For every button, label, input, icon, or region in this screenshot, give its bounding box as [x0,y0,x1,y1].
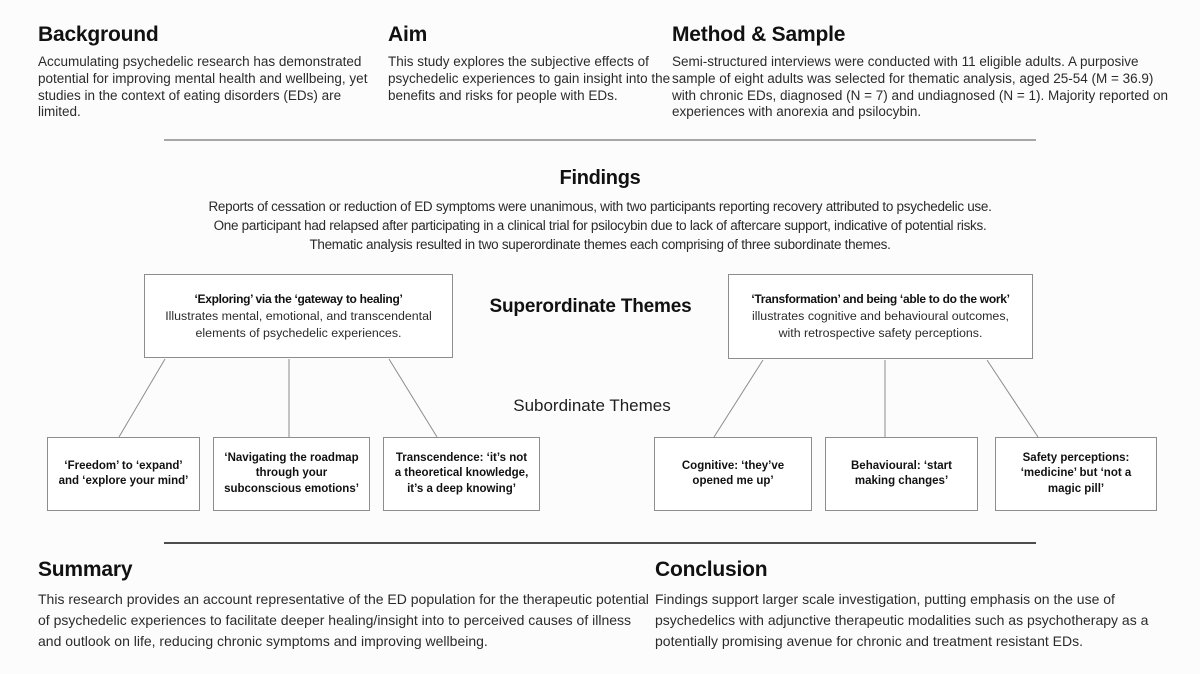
superordinate-themes-label: Superordinate Themes [489,296,692,317]
superordinate-theme-2-title: ‘Transformation’ and being ‘able to do t… [751,292,1010,306]
connector-line [388,358,438,438]
findings-line-1: Reports of cessation or reduction of ED … [208,199,992,214]
connector-line [118,358,166,438]
bottom-divider-line [164,542,1036,544]
findings-line-3: Thematic analysis resulted in two supero… [309,237,891,252]
subordinate-theme-box-navigating: ‘Navigating the roadmap through your sub… [213,437,370,511]
background-body: Accumulating psychedelic research has de… [38,54,368,120]
background-title: Background [38,23,159,46]
summary-body: This research provides an account repres… [38,591,649,649]
subordinate-theme-box-safety: Safety perceptions: ‘medicine’ but ‘not … [995,437,1157,511]
findings-line-2: One participant had relapsed after parti… [213,218,987,233]
section-conclusion: Conclusion Findings support larger scale… [655,558,1183,652]
top-divider-line [164,139,1036,141]
section-method-sample: Method & Sample Semi-structured intervie… [672,23,1177,121]
aim-title: Aim [388,23,428,46]
connector-line [986,359,1039,438]
section-summary: Summary This research provides an accoun… [38,558,652,652]
section-aim: Aim This study explores the subjective e… [388,23,680,104]
findings-title: Findings [559,167,641,189]
conclusion-body: Findings support larger scale investigat… [655,591,1149,649]
subordinate-theme-box-freedom: ‘Freedom’ to ‘expand’ and ‘explore your … [47,437,200,511]
conclusion-title: Conclusion [655,558,768,581]
subordinate-theme-box-cognitive: Cognitive: ‘they’ve opened me up’ [654,437,812,511]
subordinate-theme-box-behavioural: Behavioural: ‘start making changes’ [825,437,978,511]
superordinate-theme-1-description: Illustrates mental, emotional, and trans… [165,308,432,340]
superordinate-theme-box-transformation: ‘Transformation’ and being ‘able to do t… [728,274,1033,359]
subordinate-themes-label: Subordinate Themes [513,396,671,415]
aim-body: This study explores the subjective effec… [388,54,671,103]
summary-title: Summary [38,558,133,581]
subordinate-theme-box-transcendence: Transcendence: ‘it’s not a theoretical k… [383,437,540,511]
superordinate-theme-1-title: ‘Exploring’ via the ‘gateway to healing’ [194,291,403,306]
section-findings: Findings Reports of cessation or reducti… [0,167,1200,254]
method-body: Semi-structured interviews were conducte… [672,54,1169,120]
section-background: Background Accumulating psychedelic rese… [38,23,380,121]
method-title: Method & Sample [672,23,846,46]
superordinate-theme-2-description: illustrates cognitive and behavioural ou… [752,309,1009,340]
superordinate-theme-box-exploring: ‘Exploring’ via the ‘gateway to healing’… [144,274,453,358]
